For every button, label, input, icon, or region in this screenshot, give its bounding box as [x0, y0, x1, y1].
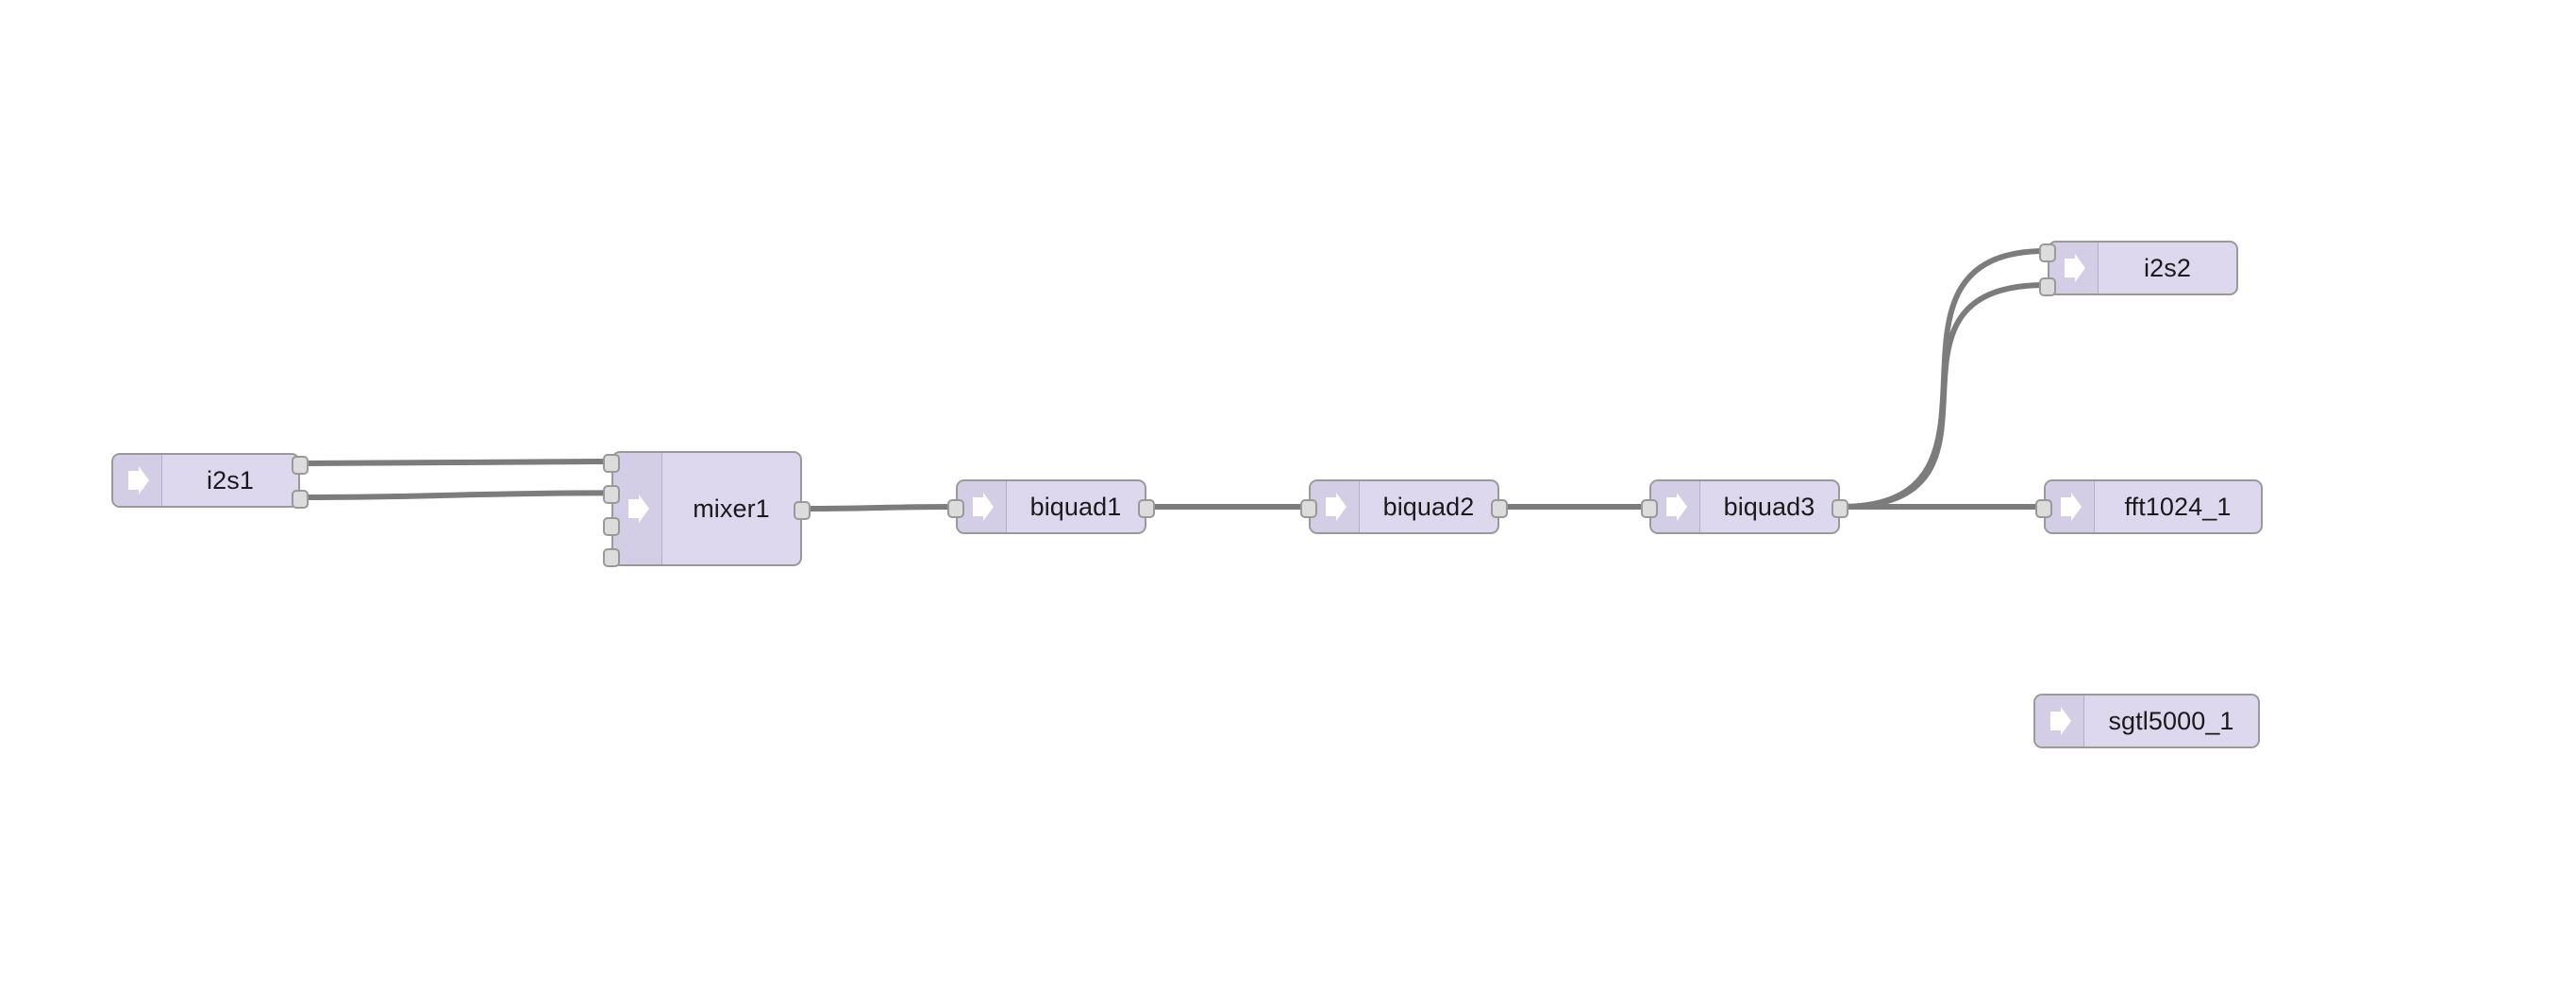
output-port-biquad2-0[interactable]: [1491, 499, 1508, 518]
wire-biquad3-to-i2s2[interactable]: [1839, 248, 2049, 510]
input-port-mixer1-3[interactable]: [603, 548, 620, 567]
output-port-biquad3-0[interactable]: [1832, 499, 1848, 518]
node-label: mixer1: [693, 494, 770, 523]
output-port-mixer1-0[interactable]: [794, 501, 811, 520]
arrow-right-icon: [613, 453, 662, 564]
node-label: i2s2: [2144, 253, 2191, 282]
arrow-right-icon: [958, 481, 1007, 532]
input-port-mixer1-1[interactable]: [603, 485, 620, 505]
input-port-mixer1-2[interactable]: [603, 516, 620, 536]
arrow-right-icon: [113, 455, 162, 506]
input-port-i2s2-1[interactable]: [2039, 277, 2056, 296]
node-label: fft1024_1: [2124, 492, 2232, 521]
output-port-i2s1-1[interactable]: [292, 490, 309, 509]
arrow-right-icon: [1651, 481, 1700, 532]
node-i2s1[interactable]: i2s1: [111, 453, 309, 509]
output-port-biquad1-0[interactable]: [1138, 499, 1155, 518]
node-label: biquad2: [1382, 492, 1475, 521]
arrow-right-icon: [2046, 481, 2095, 532]
arrow-right-icon: [1311, 481, 1360, 532]
node-mixer1[interactable]: mixer1: [603, 451, 811, 567]
node-fft1024_1[interactable]: fft1024_1: [2035, 479, 2263, 534]
input-port-mixer1-0[interactable]: [603, 454, 620, 473]
node-label: sgtl5000_1: [2108, 706, 2234, 735]
node-biquad3[interactable]: biquad3: [1641, 479, 1848, 534]
node-biquad1[interactable]: biquad1: [947, 479, 1155, 534]
input-port-biquad3-0[interactable]: [1641, 499, 1658, 518]
node-i2s2[interactable]: i2s2: [2039, 241, 2238, 296]
node-label: i2s1: [207, 465, 254, 495]
wire-i2s1-to-mixer1[interactable]: [299, 459, 612, 466]
input-port-biquad2-0[interactable]: [1300, 499, 1317, 518]
wire-mixer1-to-biquad1[interactable]: [801, 504, 957, 511]
node-sgtl5000_1[interactable]: sgtl5000_1: [2033, 694, 2260, 748]
input-port-biquad1-0[interactable]: [947, 499, 964, 518]
output-port-i2s1-0[interactable]: [292, 456, 309, 475]
wire-i2s1-to-mixer1[interactable]: [299, 490, 612, 500]
arrow-right-icon: [2035, 696, 2084, 746]
wire-biquad3-to-i2s2[interactable]: [1839, 282, 2049, 510]
node-label: biquad1: [1029, 492, 1122, 521]
input-port-fft1024_1-0[interactable]: [2035, 499, 2052, 518]
arrow-right-icon: [2049, 243, 2099, 293]
node-biquad2[interactable]: biquad2: [1300, 479, 1508, 534]
input-port-i2s2-0[interactable]: [2039, 243, 2056, 262]
node-label: biquad3: [1723, 492, 1815, 521]
